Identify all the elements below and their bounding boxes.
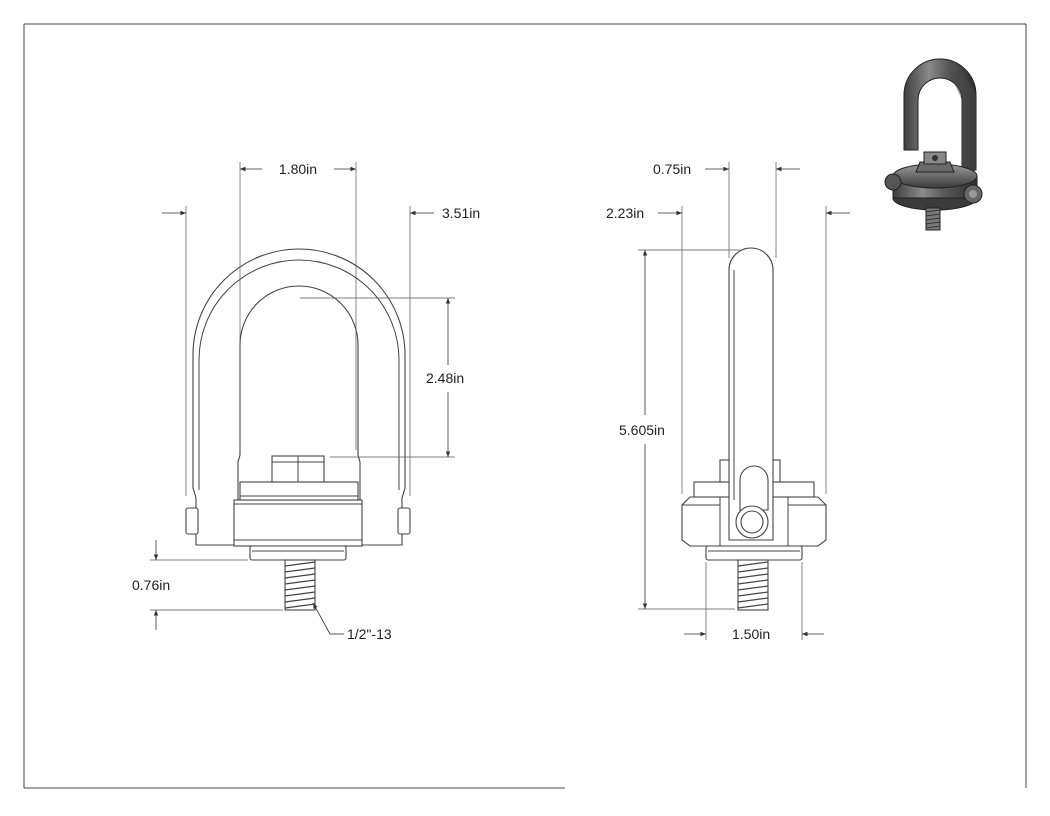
- sheet-border: [23, 23, 1027, 789]
- front-flange: [239, 481, 359, 501]
- front-bail: [192, 248, 406, 546]
- front-view: [185, 248, 411, 611]
- side-bail: [728, 247, 774, 541]
- dim-front-inner-width: 1.80in: [279, 161, 317, 177]
- front-washer: [249, 545, 347, 561]
- side-view: [681, 247, 827, 611]
- dim-front-inner-height: 2.48in: [426, 370, 464, 386]
- front-pin-right: [397, 507, 411, 535]
- dim-side-body-width: 2.23in: [606, 205, 644, 221]
- front-body: [233, 499, 363, 547]
- dim-side-bail-thickness: 0.75in: [653, 161, 691, 177]
- side-dimensions: 0.75in 2.23in 5.605in 1.50in: [606, 161, 850, 642]
- dim-front-thread-length: 0.76in: [132, 577, 170, 593]
- side-washer: [705, 545, 803, 561]
- dim-side-washer-width: 1.50in: [732, 626, 770, 642]
- side-pin-inner: [740, 510, 764, 534]
- front-pin-left: [185, 507, 199, 535]
- isometric-thumbnail: [884, 58, 983, 231]
- front-dimensions: 1.80in 3.51in 2.48in 0.76in 1/2"-13: [132, 161, 480, 642]
- side-pin-boss: [739, 465, 769, 511]
- dim-side-overall-height: 5.605in: [619, 422, 665, 438]
- dim-front-overall-width: 3.51in: [442, 205, 480, 221]
- front-threaded-stud: [284, 559, 316, 611]
- thread-callout: 1/2"-13: [347, 626, 392, 642]
- side-threaded-stud: [737, 559, 769, 611]
